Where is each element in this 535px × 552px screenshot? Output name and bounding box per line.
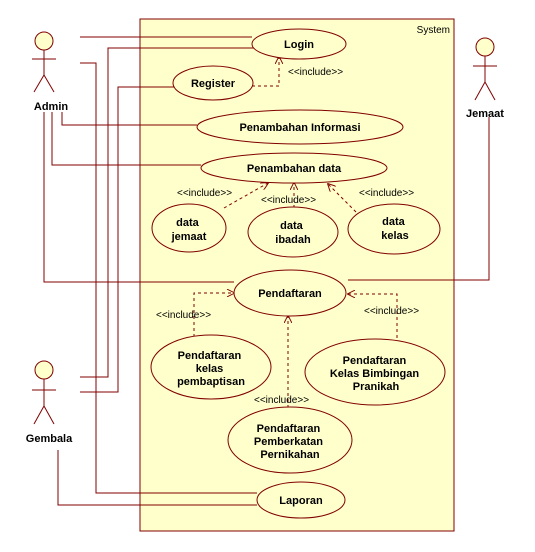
include-relations <box>193 57 398 408</box>
svg-text:data kelas: data kelas <box>381 216 409 242</box>
use-case-data-ibadah-line1: data <box>280 220 304 232</box>
use-case-data-kelas-line1: data <box>382 216 406 228</box>
associations <box>43 36 490 506</box>
use-case-pembaptisan-line3: pembaptisan <box>177 376 245 388</box>
use-case-pranikah-line1: Pendaftaran <box>343 355 407 367</box>
assoc-admin-pendaftaran <box>43 112 234 283</box>
use-case-pendaftaran-kelas-pembaptisan: Pendaftaran kelas pembaptisan <box>150 334 272 400</box>
svg-text:Pendaftaran Pemberkatan: Pendaftaran Pemberkatan Pernikahan <box>254 423 326 461</box>
use-case-laporan: Laporan <box>256 481 346 519</box>
stereo-ibadah-data: <<include>> <box>261 195 316 206</box>
assoc-gembala-laporan <box>57 450 257 506</box>
assoc-gembala-register <box>80 86 174 393</box>
svg-text:data ibadah: data ibadah <box>275 220 311 246</box>
use-case-pembaptisan-line2: kelas <box>196 363 224 375</box>
stereo-jemaat-data: <<include>> <box>177 188 232 199</box>
use-case-data-jemaat: data jemaat <box>151 203 227 253</box>
actor-admin <box>32 31 56 93</box>
stereo-pembaptisan-pendaftaran: <<include>> <box>156 310 211 321</box>
use-case-register-label: Register <box>191 78 236 90</box>
use-case-pendaftaran-label: Pendaftaran <box>258 288 322 300</box>
use-case-pemberkatan-line3: Pernikahan <box>260 449 320 461</box>
use-case-pembaptisan-line1: Pendaftaran <box>178 350 242 362</box>
include-pembaptisan-pendaftaran <box>193 293 234 337</box>
use-case-penambahan-informasi: Penambahan Informasi <box>196 109 404 145</box>
include-jemaat-data <box>223 183 268 209</box>
use-case-data-jemaat-line2: jemaat <box>171 231 207 243</box>
use-case-pemberkatan-line1: Pendaftaran <box>257 423 321 435</box>
stereo-pranikah-pendaftaran: <<include>> <box>364 306 419 317</box>
use-case-penambahan-data: Penambahan data <box>200 152 388 184</box>
stereo-pemberkatan-pendaftaran: <<include>> <box>254 395 309 406</box>
assoc-admin-informasi <box>61 112 197 126</box>
use-case-login: Login <box>251 28 347 60</box>
use-case-penambahan-informasi-label: Penambahan Informasi <box>239 122 360 134</box>
use-case-data-ibadah: data ibadah <box>247 206 339 258</box>
include-pranikah-pendaftaran <box>348 294 398 344</box>
svg-text:data jemaat: data jemaat <box>171 217 207 243</box>
use-case-pemberkatan-line2: Pemberkatan <box>254 436 323 448</box>
use-case-penambahan-data-label: Penambahan data <box>247 163 342 175</box>
use-case-pranikah-line3: Pranikah <box>353 381 400 393</box>
use-case-data-jemaat-line1: data <box>176 217 200 229</box>
use-case-pendaftaran-kelas-bimbingan-pranikah: Pendaftaran Kelas Bimbingan Pranikah <box>304 338 446 406</box>
svg-text:Pendaftaran kelas: Pendaftaran kelas pembaptisan <box>177 350 245 388</box>
actor-jemaat-label: Jemaat <box>466 108 504 120</box>
svg-text:Pendaftaran Kelas Bimbin: Pendaftaran Kelas Bimbingan Pranikah <box>330 355 422 393</box>
actor-gembala <box>32 360 56 425</box>
assoc-admin-laporan <box>80 62 257 494</box>
actor-admin-label: Admin <box>34 101 69 113</box>
use-case-laporan-label: Laporan <box>279 495 323 507</box>
use-case-register: Register <box>172 65 254 101</box>
actor-jemaat <box>473 37 497 101</box>
stereo-kelas-data: <<include>> <box>359 188 414 199</box>
use-case-data-kelas-line2: kelas <box>381 230 409 242</box>
use-case-pendaftaran-pemberkatan-pernikahan: Pendaftaran Pemberkatan Pernikahan <box>227 406 353 474</box>
use-case-login-label: Login <box>284 39 314 51</box>
include-kelas-data <box>328 184 357 213</box>
use-case-pendaftaran: Pendaftaran <box>233 269 347 317</box>
actor-gembala-label: Gembala <box>26 433 73 445</box>
include-register-login <box>252 57 279 87</box>
use-case-pranikah-line2: Kelas Bimbingan <box>330 368 420 380</box>
assoc-admin-data <box>51 112 201 166</box>
assoc-gembala-login <box>80 47 255 378</box>
system-label: System <box>417 25 450 36</box>
use-case-data-kelas: data kelas <box>347 203 441 255</box>
use-case-data-ibadah-line2: ibadah <box>275 234 311 246</box>
stereo-register-login: <<include>> <box>288 67 343 78</box>
assoc-jemaat-pendaftaran <box>348 117 490 281</box>
